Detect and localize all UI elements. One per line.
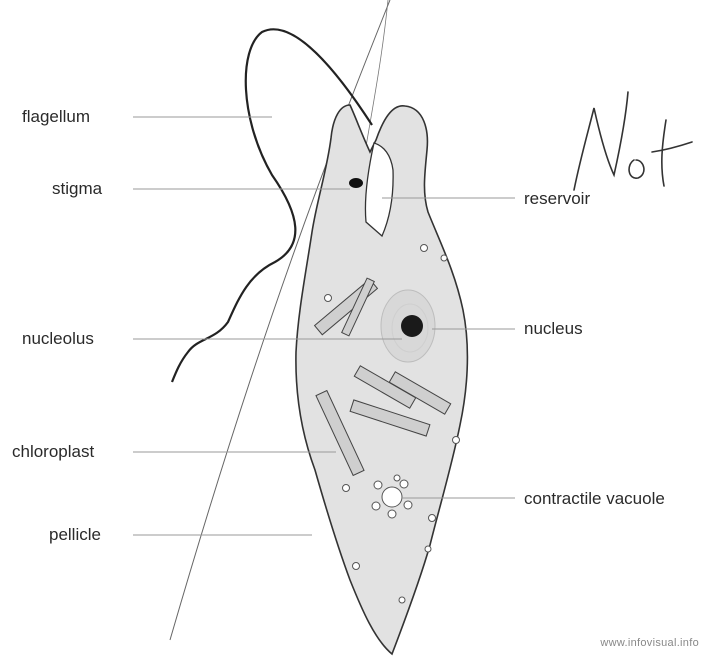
nucleolus [401, 315, 423, 337]
label-pellicle: pellicle [49, 526, 101, 543]
stigma [349, 178, 363, 188]
label-nucleus: nucleus [524, 320, 583, 337]
credit-watermark: www.infovisual.info [600, 637, 699, 649]
handwritten-note [574, 92, 692, 190]
label-contractile-vacuole: contractile vacuole [524, 490, 665, 507]
label-chloroplast: chloroplast [12, 443, 94, 460]
label-reservoir: reservoir [524, 190, 590, 207]
label-stigma: stigma [52, 180, 102, 197]
label-nucleolus: nucleolus [22, 330, 94, 347]
label-flagellum: flagellum [22, 108, 90, 125]
